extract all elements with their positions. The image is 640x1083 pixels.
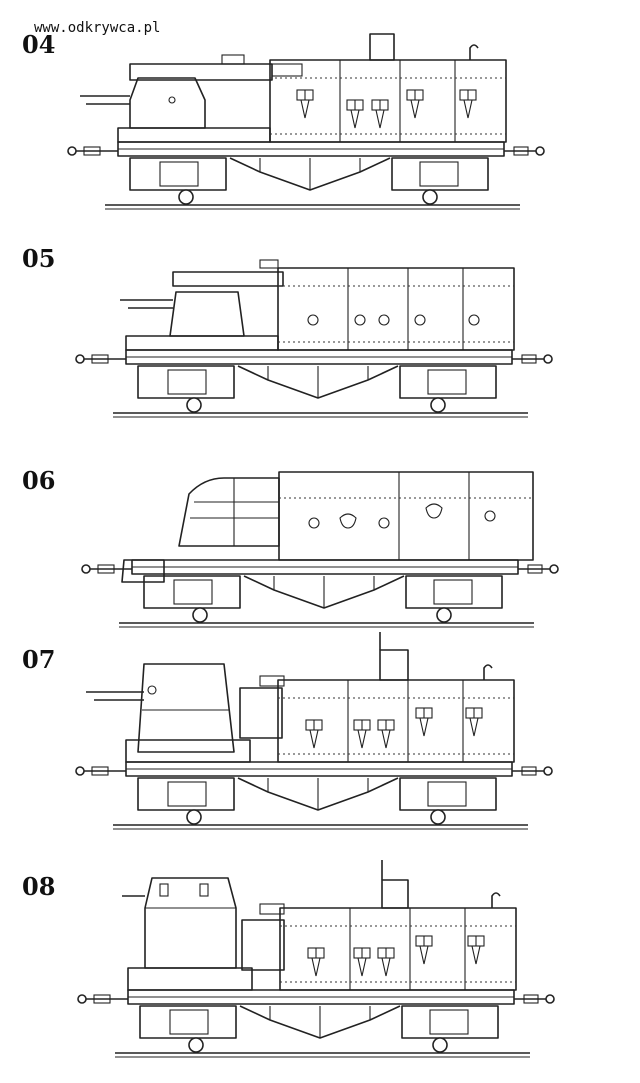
wagon-05	[75, 259, 553, 418]
label-08: 08	[22, 872, 56, 901]
watermark: www.odkrywca.pl	[34, 20, 161, 36]
label-07: 07	[22, 645, 56, 674]
wagon-06	[81, 471, 559, 628]
wagon-07	[75, 632, 553, 830]
wagon-04	[67, 33, 545, 210]
label-04: 04	[22, 30, 56, 59]
wagon-08	[77, 860, 555, 1058]
label-06: 06	[22, 466, 56, 495]
label-05: 05	[22, 244, 56, 273]
